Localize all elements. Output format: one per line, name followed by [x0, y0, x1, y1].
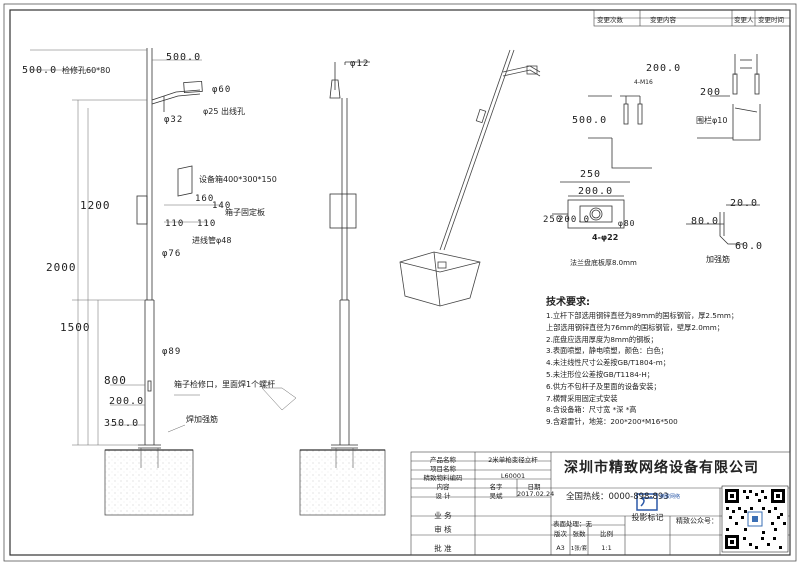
- qr-code: [721, 485, 789, 553]
- wechat-label: 精致公众号：: [676, 517, 718, 525]
- dim-flange-250: 250: [580, 169, 602, 180]
- company-name: 深圳市精致网络设备有限公司: [564, 460, 759, 476]
- tb-product-label: 产品名称: [430, 456, 456, 464]
- note-line: 9.含避雷针，地笼：200*200*M16*500: [546, 417, 678, 427]
- note-line: 1.立杆下部选用钢锌直径为89mm的国标钢管，厚2.5mm；: [546, 311, 739, 320]
- label-m16: 4-M16: [634, 79, 653, 86]
- pole-side-view: [136, 48, 203, 449]
- dim-110-a: 110: [165, 219, 185, 229]
- note-line: 8.含设备箱：尺寸宽 *深 *高: [546, 405, 637, 415]
- dim-phi25-outlet: φ25 出线孔: [203, 107, 245, 116]
- dimension-lines-1: [30, 49, 297, 446]
- tb-scale: 1:1: [601, 544, 612, 552]
- dim-500-top: 500.0: [166, 52, 202, 63]
- tb-material-label: 精致物料编码: [423, 474, 463, 482]
- note-line: 2.底盘应选用厚度为8mm的钢板；: [546, 334, 658, 344]
- stiffener-view: [686, 204, 760, 245]
- notes-heading: 技术要求:: [546, 297, 590, 308]
- dim-140: 140: [212, 201, 232, 211]
- dim-phi22: 4-φ22: [592, 233, 619, 242]
- dim-350: 350.0: [104, 418, 140, 429]
- note-line: 4.未注线性尺寸公差按GB/T1804-m；: [546, 358, 670, 368]
- dim-phi60: φ60: [212, 85, 232, 95]
- tb-scale-label: 比例: [600, 530, 613, 538]
- anchor-cage-view: [588, 54, 761, 169]
- isometric-view: [399, 49, 541, 307]
- label-stiffener: 加强筋: [706, 255, 730, 264]
- tb-designer: 吴斌: [489, 492, 503, 500]
- label-flange-thickness: 法兰盘底板厚8.0mm: [570, 259, 637, 267]
- tb-size: A3: [556, 544, 565, 552]
- label-weld-rib: 焊加强筋: [186, 415, 218, 424]
- rev-col-content: 变更内容: [650, 16, 676, 24]
- dim-800: 800: [104, 374, 127, 387]
- dim-phi89: φ89: [162, 347, 182, 357]
- tb-sheets: 1张/套: [570, 546, 588, 552]
- dim-1200: 1200: [80, 199, 111, 212]
- company-logo: [636, 493, 658, 511]
- dim-flange-250b: 250: [543, 215, 563, 225]
- tb-name-label: 名字: [489, 483, 503, 491]
- note-line: 上部选用钢锌直径为76mm的国标钢管，壁厚2.0mm；: [546, 322, 724, 332]
- dim-stiff-80: 80.0: [691, 216, 720, 227]
- tb-date: 2017.02.24: [517, 490, 555, 498]
- label-rail: 围栏φ10: [696, 116, 728, 125]
- note-line: 5.未注形位公差按GB/T1184-H；: [546, 369, 654, 379]
- dim-110-b: 110: [197, 219, 217, 229]
- label-conduit: 进线管φ48: [192, 236, 232, 245]
- logo-name: 精致网络: [660, 494, 681, 500]
- dim-phi12: φ12: [350, 59, 370, 69]
- dim-flange-200c: 200.0: [558, 215, 591, 225]
- dim-160: 160: [195, 194, 215, 204]
- dim-stiff-20: 20.0: [730, 198, 759, 209]
- tb-date-label: 日期: [527, 483, 541, 491]
- note-line: 7.横臂采用固定式安装: [546, 393, 618, 403]
- tb-material-code: L60001: [500, 472, 526, 480]
- rev-col-person: 变更人: [734, 16, 754, 24]
- dim-cage-200: 200.0: [646, 63, 682, 74]
- technical-requirements: 技术要求: 1.立杆下部选用钢锌直径为89mm的国标钢管，厚2.5mm； 上部选…: [546, 296, 786, 428]
- tb-business-label: 业 务: [434, 511, 452, 520]
- label-box-plate: 箱子固定板: [225, 208, 265, 217]
- revision-table: [593, 9, 791, 27]
- rev-col-count: 变更次数: [597, 16, 623, 24]
- foundation-2: [299, 449, 386, 516]
- dim-flange-200: 200.0: [578, 186, 614, 197]
- tb-product-name: 2米单枪变径立杆: [488, 456, 538, 464]
- tb-sheets-label: 张数: [572, 530, 586, 538]
- label-box-access: 箱子检修口，里面焊1个螺杆: [174, 380, 276, 389]
- tb-design-label: 设 计: [435, 492, 451, 500]
- tb-version-label: 版次: [554, 530, 567, 538]
- note-line: 3.表面喷塑，静电喷塑，颜色：白色；: [546, 346, 668, 356]
- dim-phi80: φ80: [618, 219, 636, 228]
- pole-front-view: [329, 61, 370, 449]
- flange-view: [552, 181, 630, 229]
- hotline: 全国热线：0000-898-893: [566, 492, 669, 502]
- dim-cage-200b: 200: [700, 87, 722, 98]
- dim-500-left: 500.0: [22, 65, 58, 76]
- tb-surface: 表面处理：无: [553, 520, 592, 528]
- dim-cage-500: 500.0: [572, 115, 608, 126]
- dim-phi76: φ76: [162, 249, 182, 259]
- note-line: 6.供方不包杆子及里面的设备安装；: [546, 381, 661, 391]
- tb-project-label: 项目名称: [430, 465, 456, 473]
- rev-col-time: 变更时间: [758, 16, 784, 24]
- tb-content-label: 内容: [436, 483, 450, 491]
- tb-projection: 投影标记: [631, 513, 664, 522]
- tb-approve-label: 批 准: [434, 544, 452, 553]
- label-inspection-hole: 检修孔60*80: [62, 66, 111, 75]
- dim-stiff-60: 60.0: [735, 241, 764, 252]
- dim-2000: 2000: [46, 261, 77, 274]
- dim-1500: 1500: [60, 321, 91, 334]
- foundation-1: [104, 449, 194, 516]
- outer-border: [3, 3, 797, 562]
- label-equipment-box: 设备箱400*300*150: [199, 175, 277, 184]
- inner-border: [9, 9, 791, 556]
- tb-review-label: 审 核: [434, 525, 452, 534]
- dim-phi32: φ32: [164, 115, 184, 125]
- dim-200: 200.0: [109, 396, 145, 407]
